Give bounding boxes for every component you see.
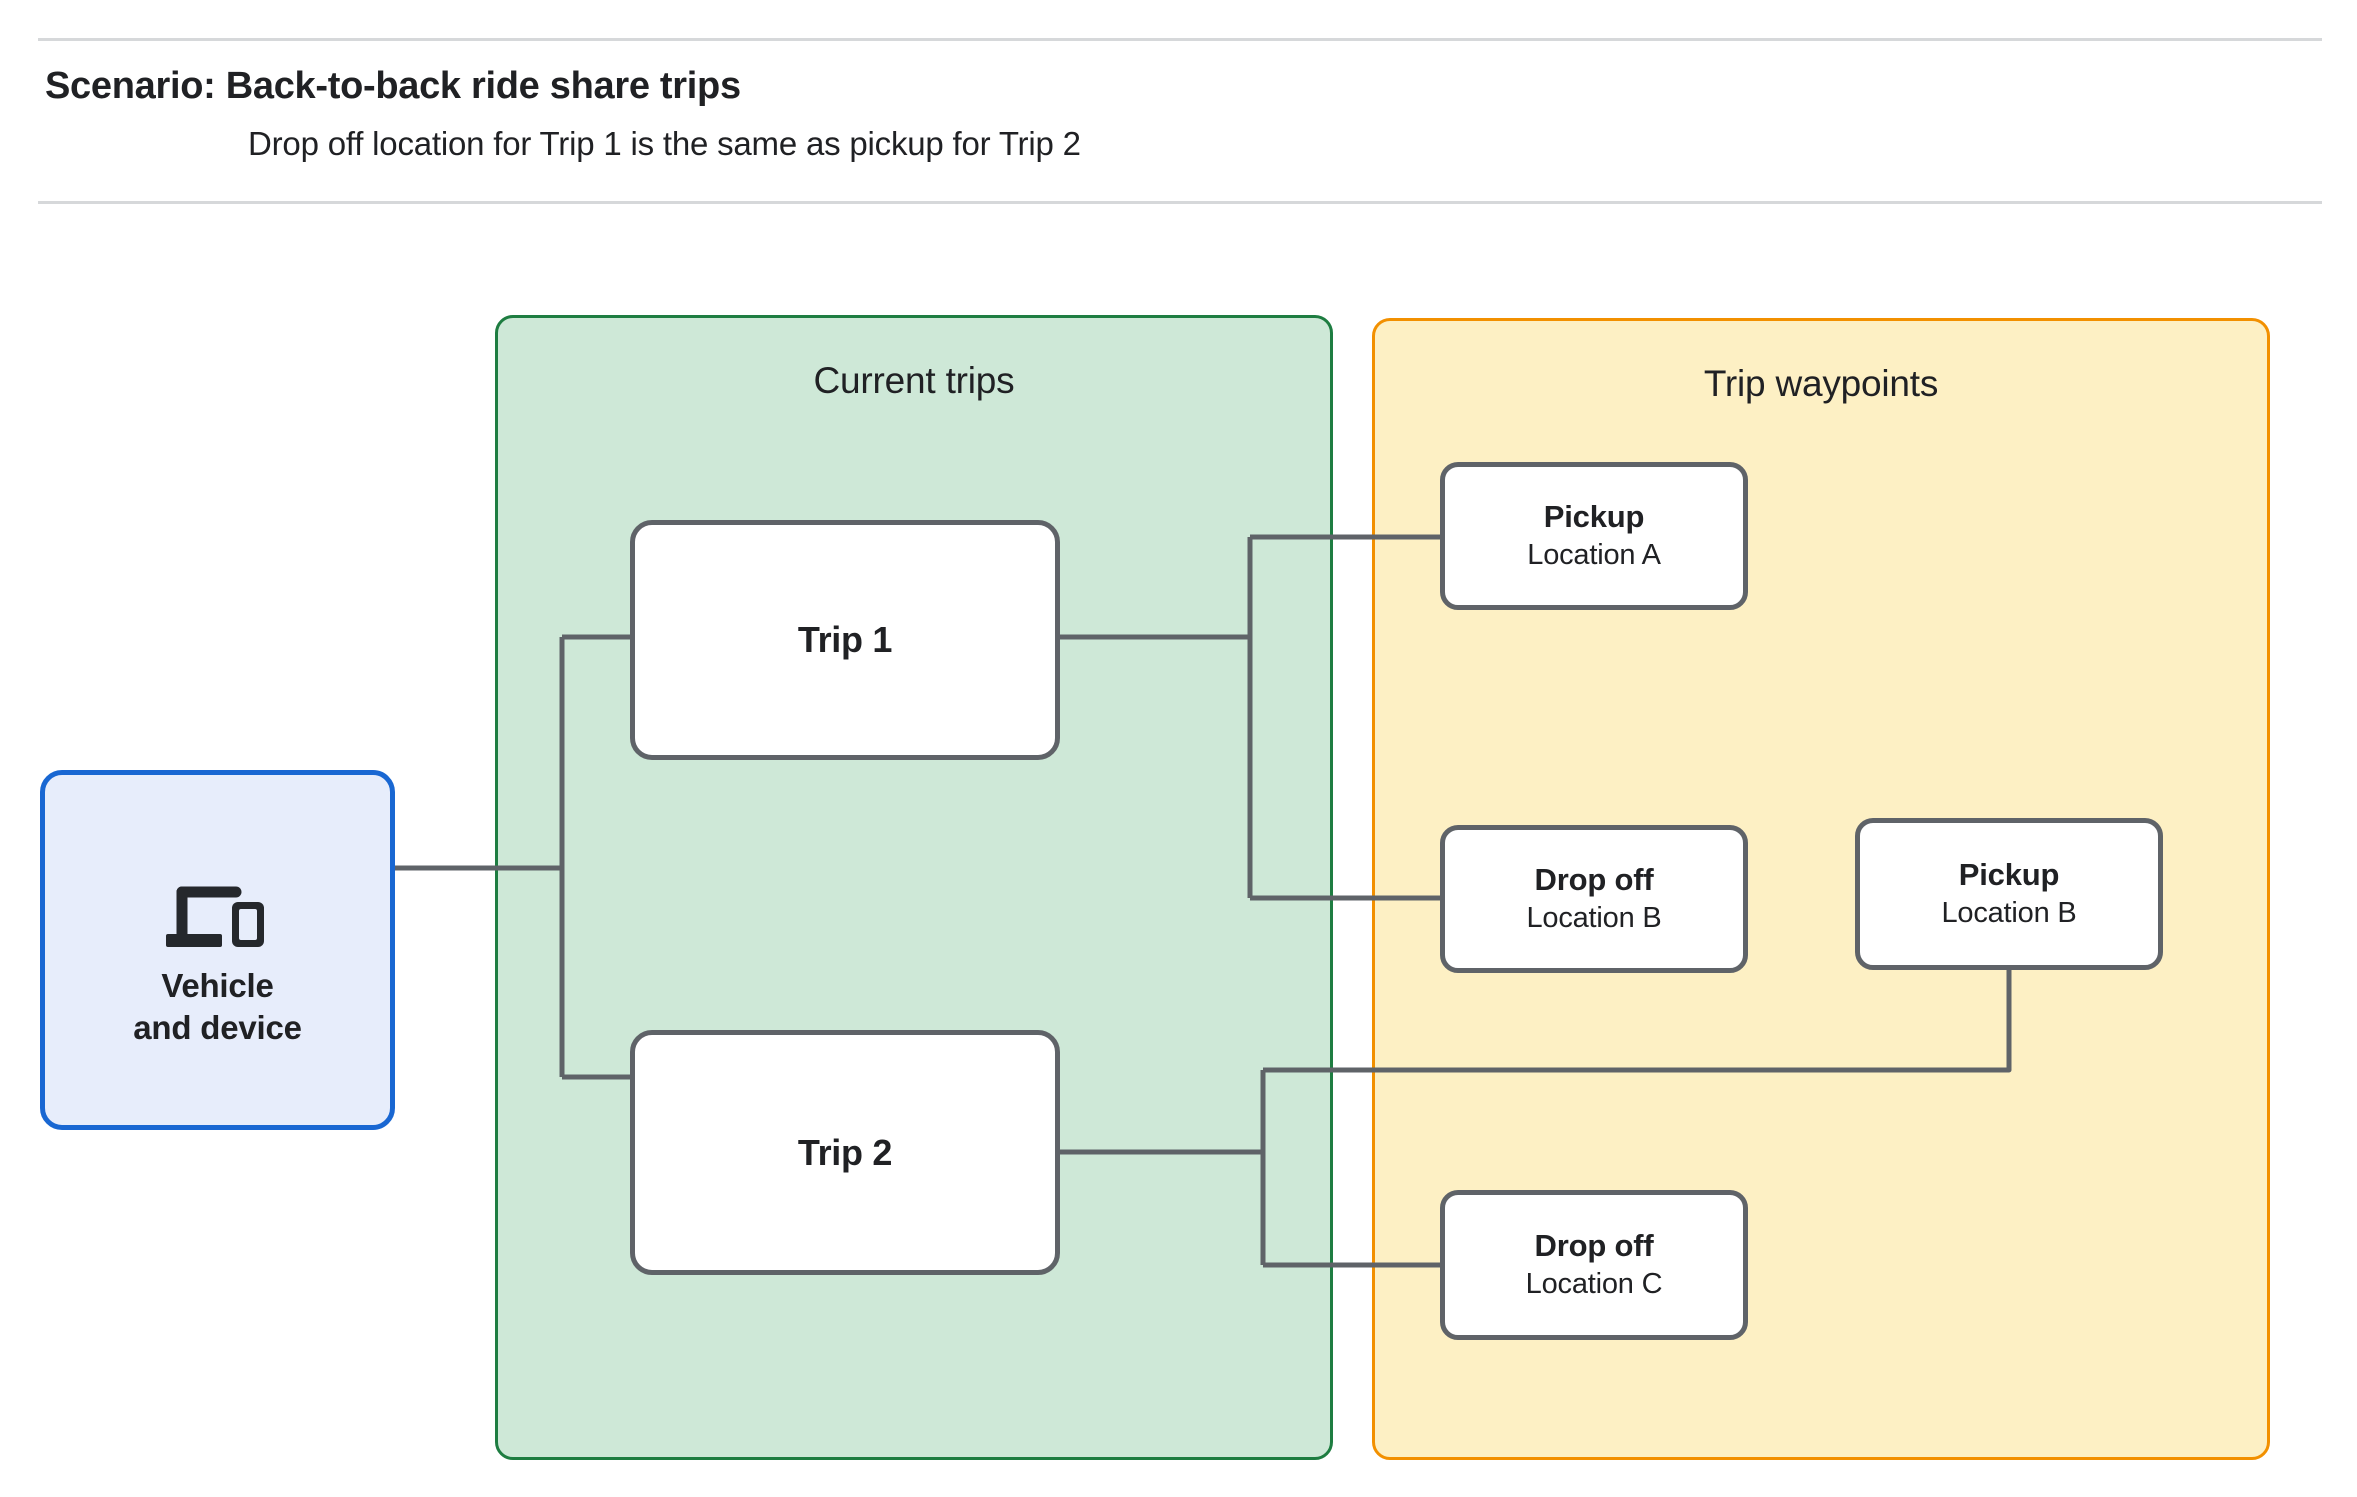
waypoint-location-dropoff-b: Location B bbox=[1526, 902, 1662, 935]
laptop-and-phone-icon bbox=[165, 886, 264, 947]
node-waypoint-dropoff-b[interactable]: Drop off Location B bbox=[1440, 825, 1748, 973]
vehicle-device-label: Vehicle and device bbox=[133, 967, 302, 1047]
header-divider-bottom bbox=[38, 201, 2322, 204]
page-subtitle: Drop off location for Trip 1 is the same… bbox=[248, 125, 1081, 162]
node-vehicle-and-device[interactable]: Vehicle and device bbox=[40, 770, 395, 1130]
node-waypoint-pickup-a[interactable]: Pickup Location A bbox=[1440, 462, 1748, 610]
header-divider-top bbox=[38, 38, 2322, 41]
trip-1-label: Trip 1 bbox=[797, 619, 893, 660]
group-title-current-trips: Current trips bbox=[813, 360, 1015, 401]
waypoint-kind-pickup-a: Pickup bbox=[1543, 498, 1645, 534]
waypoint-location-pickup-a: Location A bbox=[1527, 539, 1661, 572]
group-panel-current-trips: Current trips bbox=[495, 315, 1333, 1460]
waypoint-location-pickup-b: Location B bbox=[1941, 897, 2077, 930]
waypoint-kind-dropoff-b: Drop off bbox=[1534, 861, 1654, 897]
node-waypoint-pickup-b[interactable]: Pickup Location B bbox=[1855, 818, 2163, 970]
node-trip-2[interactable]: Trip 2 bbox=[630, 1030, 1060, 1275]
waypoint-location-dropoff-c: Location C bbox=[1525, 1268, 1663, 1301]
trip-2-label: Trip 2 bbox=[797, 1131, 893, 1173]
page-title: Scenario: Back-to-back ride share trips bbox=[45, 65, 741, 107]
waypoint-kind-pickup-b: Pickup bbox=[1958, 856, 2060, 892]
waypoint-kind-dropoff-c: Drop off bbox=[1534, 1227, 1654, 1263]
group-title-trip-waypoints: Trip waypoints bbox=[1703, 363, 1939, 404]
node-waypoint-dropoff-c[interactable]: Drop off Location C bbox=[1440, 1190, 1748, 1340]
node-trip-1[interactable]: Trip 1 bbox=[630, 520, 1060, 760]
